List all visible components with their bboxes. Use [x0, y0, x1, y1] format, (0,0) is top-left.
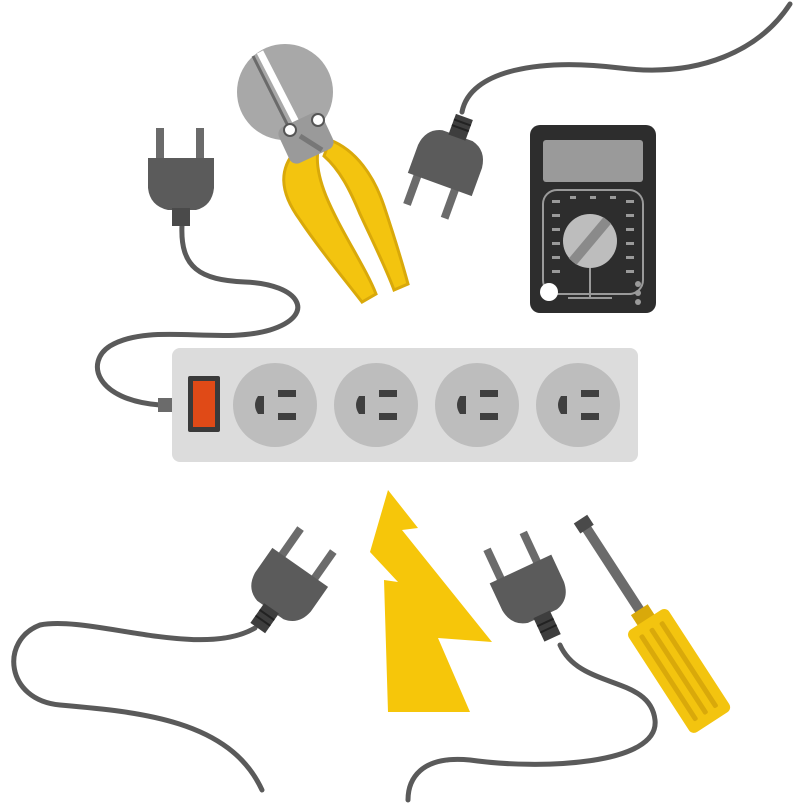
- multimeter: [530, 125, 656, 313]
- plug-bottom-middle: [483, 530, 566, 642]
- plug-pin: [277, 526, 304, 559]
- plug-pin: [196, 128, 204, 162]
- power-switch-rocker: [193, 381, 215, 427]
- cables: [11, 1, 793, 803]
- lightning-bolt-icon: [370, 490, 492, 712]
- plug-body: [251, 547, 329, 621]
- plug-top-center: [403, 113, 484, 220]
- cable-top-right: [459, 1, 793, 115]
- wire-cutter: [237, 44, 410, 304]
- cutter-handle-left: [282, 148, 378, 304]
- multimeter-port: [635, 290, 641, 296]
- multimeter-dial-pointer: [568, 217, 612, 265]
- plug-pin: [156, 128, 164, 162]
- outlet: [435, 363, 519, 447]
- plug-neck: [250, 603, 279, 634]
- plug-neck: [533, 610, 561, 642]
- power-strip: [158, 348, 638, 462]
- cutter-blade-gap: [256, 50, 304, 132]
- plug-body: [148, 158, 214, 210]
- plug-pin: [310, 549, 337, 582]
- screwdriver-shaft: [579, 521, 647, 618]
- multimeter-dial-ticks: [552, 196, 634, 273]
- outlet: [233, 363, 317, 447]
- cutter-handle-right: [322, 138, 410, 293]
- multimeter-port: [540, 283, 558, 301]
- cutter-jaw-link: [298, 133, 324, 153]
- cable-bottom-left: [11, 621, 265, 793]
- cutter-pivot-bolt: [311, 113, 325, 127]
- plug-top-left: [148, 128, 214, 226]
- cutter-blade-edge: [251, 55, 294, 135]
- screwdriver-tip: [573, 514, 594, 534]
- cable-bottom-middle: [405, 642, 658, 803]
- plug-body: [489, 554, 566, 624]
- plug-pin: [440, 183, 461, 220]
- outlet: [334, 363, 418, 447]
- power-strip-cord-plug: [158, 398, 174, 412]
- cutter-pivot-bolt: [283, 123, 297, 137]
- plug-body: [407, 130, 484, 197]
- multimeter-port: [635, 299, 641, 305]
- multimeter-divider: [568, 268, 612, 299]
- plug-bottom-left: [250, 526, 337, 634]
- screwdriver-ferrule: [630, 604, 656, 627]
- plug-pin: [519, 530, 542, 565]
- multimeter-port: [635, 281, 641, 287]
- plug-pin: [403, 169, 424, 206]
- plug-pin: [483, 547, 506, 582]
- outlet: [536, 363, 620, 447]
- multimeter-screen: [543, 140, 643, 182]
- multimeter-dial-frame: [542, 189, 644, 295]
- plug-neck: [172, 208, 190, 226]
- screwdriver: [573, 514, 731, 733]
- cable-top-left-to-strip: [94, 222, 301, 408]
